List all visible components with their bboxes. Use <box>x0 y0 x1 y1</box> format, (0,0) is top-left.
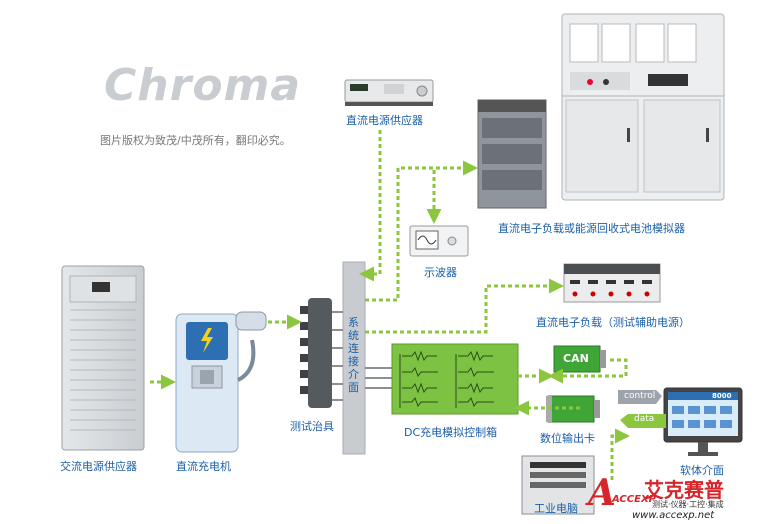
dc-supply-label: 直流电源供应器 <box>346 114 423 127</box>
industrial-pc-icon <box>521 455 595 515</box>
software-label: 软体介面 <box>680 464 724 477</box>
chroma-logo: Chroma <box>104 60 302 111</box>
oscilloscope-label: 示波器 <box>424 266 457 279</box>
can-label: CAN <box>563 352 589 365</box>
watermark-logo-a: A <box>588 472 616 514</box>
dc-power-supply-icon <box>344 79 434 106</box>
watermark-brand-cn: 艾克赛普 <box>644 478 724 502</box>
dc-sim-box-label: DC充电模拟控制箱 <box>404 426 498 439</box>
control-text: control <box>624 391 656 401</box>
dc-charger-label: 直流充电机 <box>176 460 231 473</box>
industrial-pc-label: 工业电脑 <box>534 502 578 515</box>
dc-sim-box-icon <box>391 343 519 415</box>
dc-load-battery-label: 直流电子负载或能源回收式电池模拟器 <box>498 222 685 235</box>
data-text: data <box>634 414 655 424</box>
watermark-url[interactable]: www.accexp.net <box>632 510 715 521</box>
data-arrow <box>620 414 666 428</box>
dc-load-aux-icon <box>563 263 661 303</box>
test-fixture-icon <box>300 298 332 408</box>
copyright-text: 图片版权为致茂/中茂所有，翻印必究。 <box>100 134 291 147</box>
watermark-brand-en: ACCEXP <box>612 494 656 505</box>
watermark: A 艾克赛普 ACCEXP 测试·仪器·工控·集成 www.accexp.net <box>582 470 762 522</box>
system-interface-label: 系统连接介面 <box>348 316 359 394</box>
dc-charger-icon <box>175 311 267 453</box>
dc-load-aux-label: 直流电子负载（测试辅助电源） <box>536 316 690 329</box>
system-interface-bar <box>342 261 366 455</box>
oscilloscope-icon <box>409 225 469 257</box>
dc-electronic-load-icon <box>477 99 547 209</box>
watermark-slogan: 测试·仪器·工控·集成 <box>652 500 724 509</box>
control-arrow <box>618 390 662 404</box>
software-screen-title: 8000 <box>712 392 732 400</box>
test-fixture-label: 测试治具 <box>290 420 334 433</box>
can-card-icon <box>553 345 606 373</box>
software-monitor-icon <box>663 387 743 456</box>
ac-supply-label: 交流电源供应器 <box>60 460 137 473</box>
battery-simulator-cabinet-icon <box>561 13 725 201</box>
ac-power-supply-icon <box>61 265 145 451</box>
digital-output-label: 数位输出卡 <box>540 432 595 445</box>
